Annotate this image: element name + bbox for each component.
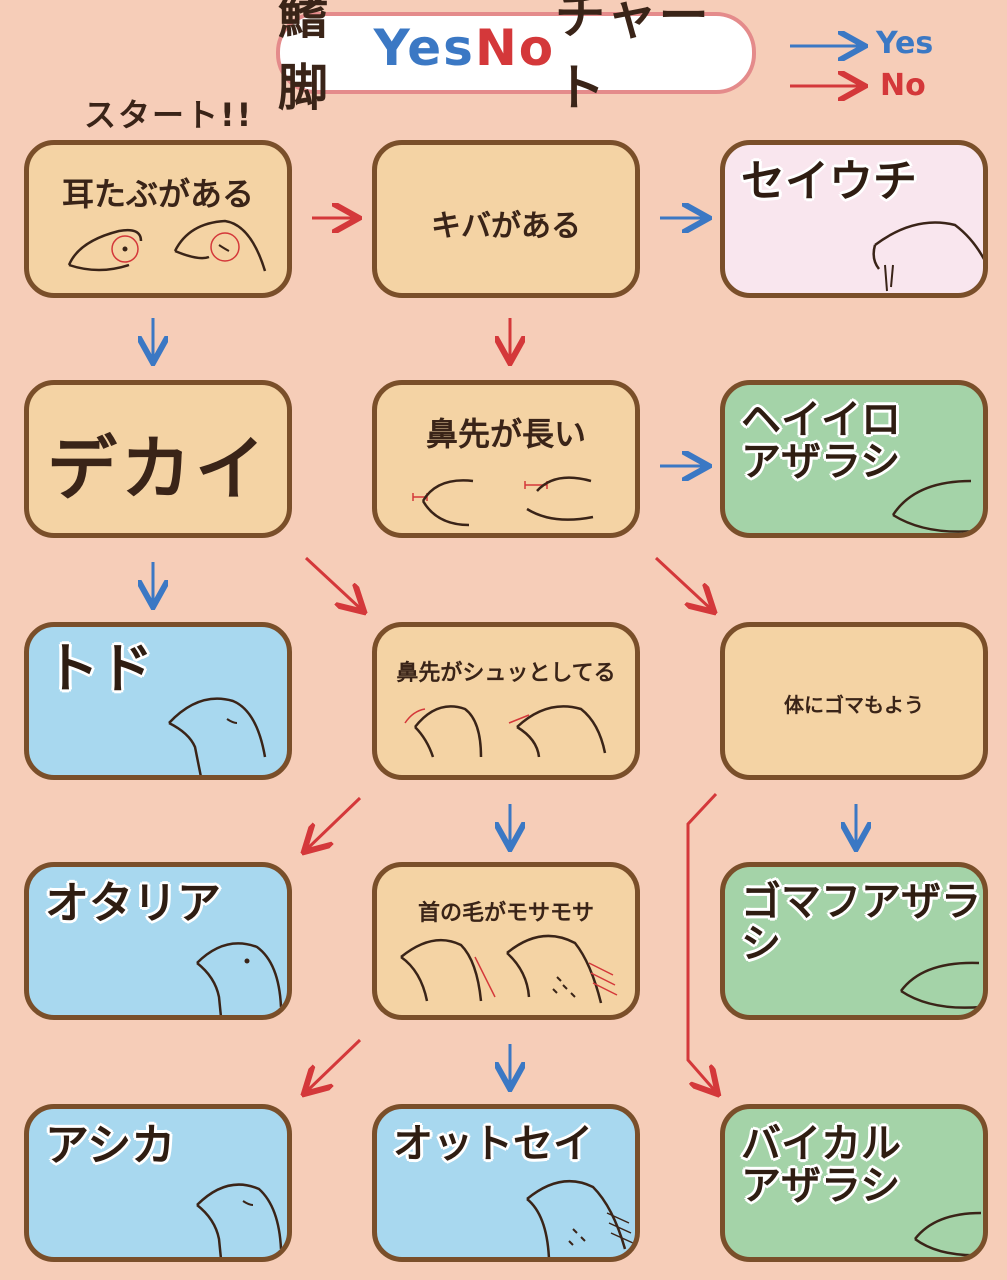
node-baikal-seal: バイカル アザラシ [720, 1104, 988, 1262]
node-otaria: オタリア [24, 862, 292, 1020]
baikal-seal-sketch [914, 1211, 983, 1257]
fur-seal-sketch [526, 1179, 634, 1257]
spotted-seal-sketch [899, 961, 982, 1009]
node-ear-question: 耳たぶがある [24, 140, 292, 298]
title-yes: Yes [373, 19, 475, 77]
node-nose-sharp-question: 鼻先がシュッとしてる [372, 622, 640, 780]
mane-sketch [400, 934, 618, 1004]
sea-lion-sketch [196, 1183, 283, 1257]
node-sea-lion: アシカ [24, 1104, 292, 1262]
chart-title: 鰭脚 Yes No チャート [278, 0, 746, 117]
node-spotted-seal: ゴマフアザラシ [720, 862, 988, 1020]
node-steller: トド [24, 622, 292, 780]
title-kanji: 鰭脚 [278, 0, 330, 117]
node-tusk-text: キバがある [431, 209, 581, 244]
node-steller-label: トド [45, 637, 153, 700]
node-big-text: デカイ [47, 428, 269, 510]
steller-sketch [168, 697, 267, 775]
arrow-nose-long-no [654, 556, 712, 610]
arrow-spots-no [686, 792, 716, 1092]
node-nose-long-question: 鼻先が長い [372, 380, 640, 538]
node-walrus-label: セイウチ [741, 156, 917, 207]
node-walrus: セイウチ [720, 140, 988, 298]
grey-seal-sketch [891, 479, 976, 533]
nose-sketch [412, 476, 594, 527]
node-spotted-seal-label: ゴマフアザラシ [741, 879, 981, 967]
node-grey-seal-label: ヘイイロ アザラシ [741, 397, 901, 485]
node-nose-long-text: 鼻先が長い [425, 415, 586, 453]
nose-sharp-sketch [404, 705, 607, 758]
node-grey-seal: ヘイイロ アザラシ [720, 380, 988, 538]
head-sketch [67, 219, 267, 272]
node-fur-seal-label: オットセイ [393, 1121, 593, 1167]
title-banner [276, 12, 756, 94]
otaria-sketch [196, 942, 283, 1015]
legend-yes-label: Yes [876, 26, 934, 61]
node-spots-question: 体にゴマもよう [720, 622, 988, 780]
arrow-big-no [304, 556, 362, 610]
node-sea-lion-label: アシカ [45, 1120, 176, 1171]
node-nose-sharp-text: 鼻先がシュッとしてる [396, 661, 616, 686]
node-ear-text: 耳たぶがある [61, 175, 254, 213]
node-big-question: デカイ [24, 380, 292, 538]
node-baikal-seal-label: バイカル アザラシ [741, 1121, 901, 1209]
title-no: No [474, 19, 556, 77]
legend-no-label: No [880, 68, 926, 103]
node-otaria-label: オタリア [45, 878, 221, 929]
node-mane-text: 首の毛がモサモサ [417, 901, 594, 926]
node-spots-text: 体にゴマもよう [784, 693, 924, 717]
arrow-mane-no [306, 1038, 362, 1092]
node-tusk-question: キバがある [372, 140, 640, 298]
start-label: スタート!! [84, 96, 254, 134]
title-rest: チャート [555, 0, 711, 117]
walrus-sketch [872, 221, 983, 292]
node-mane-question: 首の毛がモサモサ [372, 862, 640, 1020]
arrow-nose-sharp-no [306, 796, 362, 850]
node-fur-seal: オットセイ [372, 1104, 640, 1262]
